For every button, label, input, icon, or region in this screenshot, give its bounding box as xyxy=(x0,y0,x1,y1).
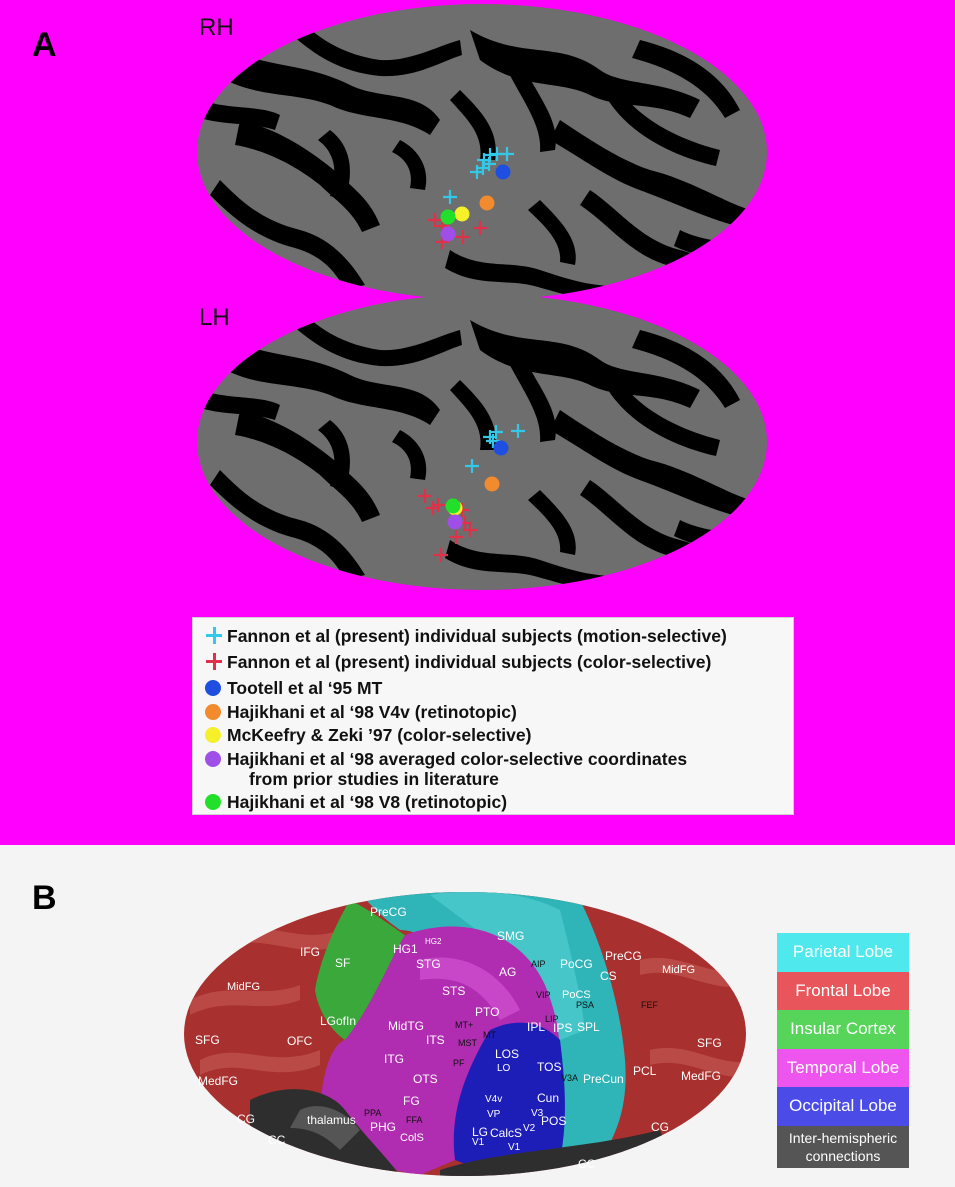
mckeefry-dot-marker xyxy=(454,206,470,222)
v8-dot-marker xyxy=(440,209,456,225)
motion-cross-marker xyxy=(511,424,525,438)
legend-text: Fannon et al (present) individual subjec… xyxy=(227,626,727,646)
averaged-dot-marker xyxy=(440,226,456,242)
purple-dot-icon xyxy=(203,749,227,769)
motion-cross-marker xyxy=(486,434,500,448)
flatmaps xyxy=(197,4,767,590)
panel-a: A RH LH xyxy=(0,0,955,845)
legend-row-mckeefry: McKeefry & Zeki ’97 (color-selective) xyxy=(203,725,531,745)
legend-text: Hajikhani et al ‘98 V8 (retinotopic) xyxy=(227,792,508,812)
motion-cross-marker xyxy=(482,157,496,171)
lh-flatmap xyxy=(197,294,767,590)
legend-text: McKeefry & Zeki ’97 (color-selective) xyxy=(227,725,532,745)
blue-dot-icon xyxy=(203,678,227,698)
legend-interhemispheric: Inter-hemispheric connections xyxy=(777,1125,909,1168)
rh-label: RH xyxy=(199,14,234,41)
legend-row-tootell: Tootell et al ‘95 MT xyxy=(203,678,382,698)
legend-parietal: Parietal Lobe xyxy=(777,933,909,972)
panel-b-letter: B xyxy=(32,879,57,917)
averaged-dot-marker xyxy=(447,514,463,530)
legend-interhemispheric-line2: connections xyxy=(805,1147,881,1164)
v4v-dot-marker xyxy=(479,195,495,211)
legend-row-color: Fannon et al (present) individual subjec… xyxy=(203,652,711,672)
panel-b-legend: Parietal Lobe Frontal Lobe Insular Corte… xyxy=(777,933,909,1168)
legend-text: Fannon et al (present) individual subjec… xyxy=(227,652,712,672)
panel-a-legend: Fannon et al (present) individual subjec… xyxy=(192,617,794,815)
color-cross-marker xyxy=(434,548,448,562)
motion-cross-marker xyxy=(489,425,503,439)
lh-label: LH xyxy=(199,304,230,331)
color-cross-marker xyxy=(449,530,463,544)
rh-markers xyxy=(428,147,514,249)
legend-frontal: Frontal Lobe xyxy=(777,971,909,1010)
legend-insular: Insular Cortex xyxy=(777,1010,909,1049)
color-cross-marker xyxy=(473,221,487,235)
mt-dot-marker xyxy=(495,164,511,180)
color-cross-marker xyxy=(456,230,470,244)
legend-text-line2: from prior studies in literature xyxy=(249,769,499,789)
motion-cross-marker xyxy=(443,190,457,204)
color-cross-marker xyxy=(428,213,442,227)
rh-flatmap xyxy=(197,4,767,300)
legend-text: Tootell et al ‘95 MT xyxy=(227,678,383,698)
cyan-cross-icon xyxy=(203,626,227,646)
green-dot-icon xyxy=(203,792,227,812)
legend-interhemispheric-line1: Inter-hemispheric xyxy=(788,1129,898,1146)
legend-row-motion: Fannon et al (present) individual subjec… xyxy=(203,626,727,646)
motion-cross-marker xyxy=(465,459,479,473)
mt-dot-marker xyxy=(493,440,509,456)
v4v-dot-marker xyxy=(484,476,500,492)
legend-text: Hajikhani et al ‘98 averaged color-selec… xyxy=(227,749,688,769)
legend-occipital: Occipital Lobe xyxy=(777,1087,909,1126)
color-cross-marker xyxy=(418,489,432,503)
legend-row-averaged: Hajikhani et al ‘98 averaged color-selec… xyxy=(203,749,687,789)
orange-dot-icon xyxy=(203,702,227,722)
motion-cross-marker xyxy=(500,147,514,161)
color-cross-marker xyxy=(431,498,445,512)
yellow-dot-icon xyxy=(203,725,227,745)
legend-row-v4v: Hajikhani et al ‘98 V4v (retinotopic) xyxy=(203,702,517,722)
panel-a-letter: A xyxy=(32,26,57,64)
v8-dot-marker xyxy=(445,498,461,514)
legend-text: Hajikhani et al ‘98 V4v (retinotopic) xyxy=(227,702,517,722)
legend-temporal: Temporal Lobe xyxy=(777,1048,909,1087)
red-cross-icon xyxy=(203,652,227,672)
lh-markers xyxy=(418,424,525,562)
legend-row-v8: Hajikhani et al ‘98 V8 (retinotopic) xyxy=(203,792,507,812)
